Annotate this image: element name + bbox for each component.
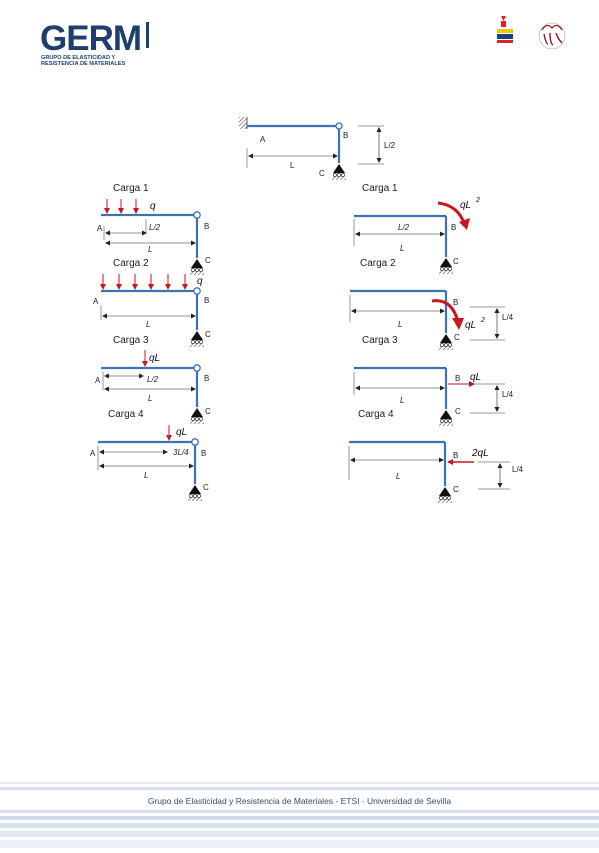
left-case-3: Carga 3 qL A B C L/2 L — [95, 335, 211, 425]
label-A: A — [95, 376, 101, 385]
label-B: B — [204, 222, 209, 231]
hinge — [193, 364, 201, 372]
left-case-4: Carga 4 qL A B C 3L/4 L — [90, 409, 209, 502]
hinge-B — [335, 122, 343, 130]
label-B: B — [201, 449, 206, 458]
left-case-2: Carga 2 q A B C L — [93, 258, 211, 348]
logo-bar — [146, 22, 149, 48]
us-seal-icon — [538, 22, 566, 50]
load-exponent: 2 — [480, 317, 485, 324]
case-title: Carga 4 — [108, 409, 144, 420]
label-A: A — [93, 297, 99, 306]
case-title: Carga 1 — [113, 183, 149, 194]
label-B: B — [451, 223, 456, 232]
dim-inner: L/2 — [149, 223, 161, 232]
dim-span: L — [144, 471, 148, 480]
label-A: A — [260, 135, 266, 144]
pin-support — [189, 258, 205, 276]
load-label: qL — [465, 320, 476, 331]
load-label: q — [150, 201, 156, 212]
pin-support — [438, 409, 454, 427]
load-label: qL — [460, 200, 471, 211]
pin-support — [331, 163, 347, 181]
pin-support — [189, 407, 205, 425]
pin-support — [438, 257, 454, 275]
dim-vert: L/4 — [502, 390, 514, 399]
load-label: qL — [149, 353, 160, 364]
pin-support — [437, 486, 453, 504]
dim-span: L — [398, 320, 402, 329]
dim-L2: L/2 — [384, 141, 396, 150]
footer-stripes — [0, 782, 599, 848]
label-A: A — [97, 224, 103, 233]
fixed-wall — [239, 117, 247, 129]
load-label: 2qL — [471, 448, 489, 459]
load-exponent: 2 — [475, 197, 480, 204]
pin-support — [438, 333, 454, 351]
label-C: C — [319, 169, 325, 178]
logo-word: GERM — [40, 19, 141, 58]
case-title: Carga 1 — [362, 183, 398, 194]
germ-logo: GERM GRUPO DE ELASTICIDAD Y RESISTENCIA … — [40, 19, 149, 67]
label-C: C — [205, 407, 211, 416]
label-C: C — [454, 333, 460, 342]
dim-span: L — [396, 472, 400, 481]
dim-vert: L/4 — [502, 313, 514, 322]
label-C: C — [453, 257, 459, 266]
label-B: B — [204, 374, 209, 383]
label-B: B — [455, 374, 460, 383]
dim-inner: 3L/4 — [173, 448, 189, 457]
case-title: Carga 3 — [113, 335, 149, 346]
dim-vert: L/4 — [512, 465, 524, 474]
dim-span: L — [148, 245, 152, 254]
footer-text: Grupo de Elasticidad y Resistencia de Ma… — [147, 796, 452, 806]
label-A: A — [90, 449, 96, 458]
university-emblem-icon — [497, 16, 513, 43]
right-case-3: Carga 3 qL B C L L/4 — [353, 335, 514, 427]
load-label: qL — [176, 427, 187, 438]
dim-inner: L/2 — [147, 375, 159, 384]
label-B: B — [343, 131, 348, 140]
hinge — [193, 287, 201, 295]
case-title: Carga 4 — [358, 409, 394, 420]
label-B: B — [204, 296, 209, 305]
pin-support — [189, 330, 205, 348]
label-B: B — [453, 451, 458, 460]
dim-span: L — [148, 394, 152, 403]
load-label: qL — [470, 372, 481, 383]
case-title: Carga 3 — [362, 335, 398, 346]
label-C: C — [205, 256, 211, 265]
label-B: B — [453, 298, 458, 307]
label-C: C — [205, 330, 211, 339]
dim-span: L — [146, 320, 150, 329]
right-case-1: Carga 1 qL 2 B C L/2 L — [353, 183, 480, 275]
case-title: Carga 2 — [113, 258, 149, 269]
logo-subtitle-line2: RESISTENCIA DE MATERIALES — [41, 61, 125, 67]
dim-span: L — [400, 244, 404, 253]
left-case-1: Carga 1 q A B C L/2 L — [97, 183, 211, 276]
label-C: C — [455, 407, 461, 416]
right-case-4: Carga 4 2qL B C L L/4 — [348, 409, 524, 504]
hinge — [193, 211, 201, 219]
hinge — [191, 438, 199, 446]
case-title: Carga 2 — [360, 258, 396, 269]
top-frame-figure: A B C L L/2 — [239, 117, 396, 181]
dim-L: L — [290, 161, 295, 170]
logo-subtitle-line1: GRUPO DE ELASTICIDAD Y — [41, 55, 115, 61]
load-label: q — [197, 276, 203, 287]
label-C: C — [203, 483, 209, 492]
right-case-2: Carga 2 qL 2 B C L L/4 — [349, 258, 514, 351]
label-C: C — [453, 485, 459, 494]
pin-support — [187, 484, 203, 502]
dim-span: L — [400, 396, 404, 405]
dim-inner: L/2 — [398, 223, 410, 232]
